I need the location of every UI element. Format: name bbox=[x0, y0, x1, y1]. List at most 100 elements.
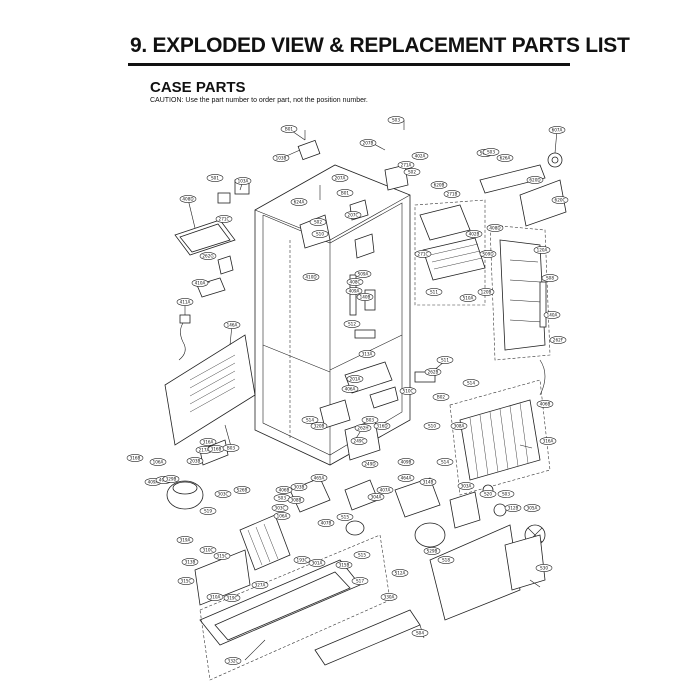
callout-oval bbox=[233, 486, 251, 494]
callout-label: B03 bbox=[227, 446, 236, 451]
callout-s19: S19 bbox=[199, 507, 217, 515]
callout-label: 312B bbox=[508, 506, 519, 511]
callout-oval bbox=[354, 270, 372, 278]
callout-oval bbox=[290, 198, 308, 206]
callout-label: 409A bbox=[349, 289, 360, 294]
callout-301a: 301A bbox=[308, 559, 326, 567]
callout-oval bbox=[346, 278, 364, 286]
callout-label: 305A bbox=[527, 506, 538, 511]
callout-310a: 310A bbox=[206, 593, 224, 601]
callout-oval bbox=[351, 577, 369, 585]
callout-label: 406B bbox=[540, 402, 551, 407]
caution-note: CAUTION: Use the part number to order pa… bbox=[150, 97, 368, 104]
callout-label: S01 bbox=[211, 176, 219, 181]
callout-label: 626A bbox=[500, 156, 511, 161]
callout-label: 106A bbox=[277, 514, 288, 519]
callout-oval bbox=[354, 424, 372, 432]
callout-140a: 140A bbox=[543, 311, 561, 319]
callout-oval bbox=[341, 385, 359, 393]
callout-oval bbox=[397, 474, 415, 482]
callout-oval bbox=[336, 513, 354, 521]
callout-label: S03 bbox=[392, 118, 400, 123]
callout-label: 304A bbox=[371, 495, 382, 500]
callout-s30: S30 bbox=[535, 564, 553, 572]
callout-label: S03 bbox=[487, 150, 495, 155]
callout-oval bbox=[273, 512, 291, 520]
callout-402b: 402B bbox=[465, 230, 483, 238]
callout-oval bbox=[361, 416, 379, 424]
callout-label: S08 bbox=[546, 276, 554, 281]
callout-label: 140B bbox=[360, 295, 371, 300]
callout-s18: S18 bbox=[437, 556, 455, 564]
callout-label: 407A bbox=[380, 488, 391, 493]
callout-oval bbox=[345, 287, 363, 295]
callout-304a: 304A bbox=[367, 493, 385, 501]
callout-label: 201A bbox=[350, 377, 361, 382]
callout-label: 301A bbox=[312, 561, 323, 566]
callout-s14: S14 bbox=[436, 458, 454, 466]
callout-oval bbox=[533, 246, 551, 254]
callout-label: S15 bbox=[341, 515, 349, 520]
callout-label: S03 bbox=[278, 496, 286, 501]
callout-332c: 332C bbox=[224, 657, 242, 665]
callout-label: 120A bbox=[537, 248, 548, 253]
callout-s04: S04 bbox=[411, 629, 429, 637]
callout-label: 249C bbox=[354, 439, 365, 444]
callout-label: 203B bbox=[190, 459, 201, 464]
callout-oval bbox=[430, 181, 448, 189]
callout-label: 313A bbox=[362, 352, 373, 357]
callout-oval bbox=[424, 368, 442, 376]
callout-label: S09D bbox=[482, 252, 493, 257]
callout-oval bbox=[411, 152, 429, 160]
callout-146a: 146A bbox=[223, 321, 241, 329]
callout-label: 316A bbox=[203, 440, 214, 445]
callout-label: 310A bbox=[210, 595, 221, 600]
callout-label: 410A bbox=[195, 281, 206, 286]
callout-oval bbox=[224, 657, 242, 665]
callout-303c: 303C bbox=[271, 504, 289, 512]
callout-316b: 316B bbox=[126, 454, 144, 462]
callout-oval bbox=[280, 125, 298, 133]
callout-408d: 408D bbox=[486, 224, 504, 232]
callout-465a: 465A bbox=[310, 474, 328, 482]
callout-193c: 193C bbox=[293, 556, 311, 564]
callout-409b: 409B bbox=[397, 458, 415, 466]
callout-label: 319A bbox=[180, 538, 191, 543]
callout-label: 207A bbox=[335, 176, 346, 181]
callout-label: 146A bbox=[227, 323, 238, 328]
callout-510c: 510C bbox=[399, 387, 417, 395]
callout-oval bbox=[293, 556, 311, 564]
callout-s03: S03 bbox=[273, 494, 291, 502]
callout-oval bbox=[301, 416, 319, 424]
callout-oval bbox=[523, 504, 541, 512]
callout-271b: 271B bbox=[443, 190, 461, 198]
callout-label: 410D bbox=[305, 275, 316, 280]
callout-label: S10 bbox=[428, 424, 436, 429]
callout-464a: 464A bbox=[397, 474, 415, 482]
callout-oval bbox=[432, 393, 450, 401]
callout-label: S14 bbox=[467, 381, 475, 386]
callout-oval bbox=[551, 196, 569, 204]
callout-label: 262B bbox=[428, 370, 439, 375]
callout-label: S11 bbox=[441, 358, 449, 363]
callout-label: 217A bbox=[199, 448, 210, 453]
callout-oval bbox=[275, 486, 293, 494]
callout-oval bbox=[403, 168, 421, 176]
callout-oval bbox=[311, 230, 329, 238]
callout-249c: 249C bbox=[350, 437, 368, 445]
callout-s01: S01 bbox=[206, 174, 224, 182]
callout-oval bbox=[380, 593, 398, 601]
callout-s10: S10 bbox=[423, 422, 441, 430]
callout-label: 465A bbox=[314, 476, 325, 481]
callout-label: S26B bbox=[237, 488, 248, 493]
callout-oval bbox=[359, 139, 377, 147]
callout-620c: 620C bbox=[551, 196, 569, 204]
callout-s11: S11 bbox=[425, 288, 443, 296]
callout-410a: 410A bbox=[191, 279, 209, 287]
callout-label: B01 bbox=[341, 191, 350, 196]
callout-label: S14 bbox=[306, 418, 314, 423]
callout-314b: 314B bbox=[419, 478, 437, 486]
callout-313a: 313A bbox=[358, 350, 376, 358]
callout-oval bbox=[479, 490, 497, 498]
